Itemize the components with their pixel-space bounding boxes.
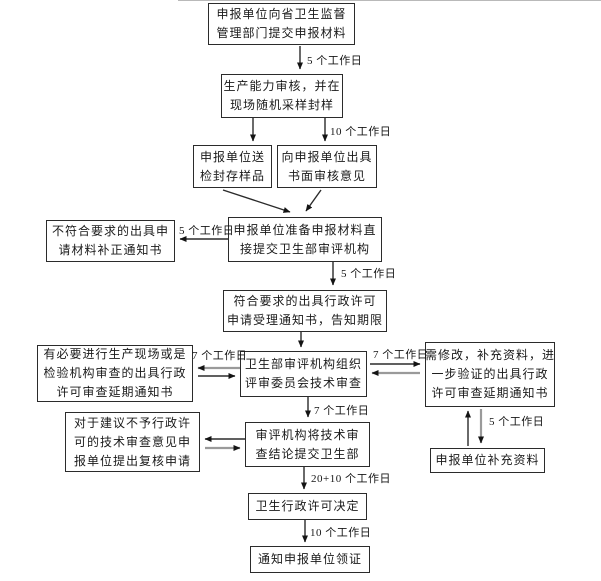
node-supplement-materials: 申报单位补充资料: [430, 448, 545, 473]
node-text: 向申报单位出具: [281, 149, 373, 164]
edge-label-submit-to-capacity: 5 个工作日: [307, 55, 363, 67]
node-revision-delay-notice: 需修改，补充资料，进 一步验证的出具行政 许可审查延期通知书: [425, 342, 555, 407]
edge-label-review-to-conclusion: 7 个工作日: [314, 405, 370, 417]
arrow-samples-to-agency: [222, 189, 291, 213]
edge-label-review-to-revision-delay: 7 个工作日: [373, 349, 429, 361]
edge-label-agency-to-supplement-notice: 5 个工作日: [179, 225, 235, 237]
node-text: 接提交卫生部审评机构: [239, 241, 370, 256]
node-send-samples: 申报单位送 检封存样品: [193, 145, 272, 188]
edge-label-conclusion-to-decision: 20+10 个工作日: [311, 473, 391, 485]
node-text: 生产能力审核，并在: [223, 79, 341, 93]
node-text: 卫生行政许可决定: [255, 499, 360, 513]
node-text: 现场随机采样封样: [229, 98, 334, 112]
node-text: 申报单位准备申报材料直: [233, 222, 377, 237]
node-license-decision: 卫生行政许可决定: [248, 493, 367, 520]
node-technical-review: 卫生部审评机构组织 评审委员会技术审查: [240, 351, 367, 397]
flow-arrows: [179, 46, 484, 543]
node-text: 申报单位向省卫生监督: [216, 7, 347, 21]
node-text: 检封存样品: [199, 168, 265, 183]
edge-label-decision-to-certificate: 10 个工作日: [310, 527, 372, 539]
node-submit-to-review-agency: 申报单位准备申报材料直 接提交卫生部审评机构: [228, 217, 382, 262]
node-review-appeal: 对于建议不予行政许 可的技术审查意见申 报单位提出复核申请: [65, 412, 200, 472]
node-text: 许可审查延期通知书: [431, 386, 549, 400]
node-text: 不符合要求的出具申: [51, 224, 169, 238]
node-text: 一步验证的出具行政: [431, 367, 549, 381]
node-text: 检验机构审查的出具行政: [43, 366, 187, 380]
node-text: 符合要求的出具行政许可: [233, 294, 377, 308]
node-text: 审评机构将技术审: [255, 427, 360, 442]
node-submit-application: 申报单位向省卫生监督 管理部门提交申报材料: [208, 3, 355, 45]
node-acceptance-notice: 符合要求的出具行政许可 申请受理通知书，告知期限: [223, 290, 387, 332]
edge-label-capacity-to-opinion: 10 个工作日: [330, 126, 392, 138]
node-onsite-delay-notice: 有必要进行生产现场或是 检验机构审查的出具行政 许可审查延期通知书: [37, 345, 193, 402]
node-text: 可的技术审查意见申: [73, 434, 191, 449]
node-text: 申请受理通知书，告知期限: [226, 313, 383, 327]
node-text: 许可审查延期通知书: [56, 385, 174, 399]
node-text: 有必要进行生产现场或是: [43, 347, 187, 361]
node-text: 管理部门提交申报材料: [216, 26, 347, 40]
arrow-opinion-to-agency: [305, 189, 322, 212]
node-supplement-notice: 不符合要求的出具申 请材料补正通知书: [46, 220, 175, 262]
node-text: 通知申报单位领证: [257, 552, 362, 566]
node-text: 需修改，补充资料，进: [425, 348, 556, 362]
node-text: 卫生部审评机构组织: [244, 357, 362, 371]
node-written-opinion: 向申报单位出具 书面审核意见: [277, 145, 377, 188]
node-capacity-review: 生产能力审核，并在 现场随机采样封样: [221, 74, 343, 118]
node-submit-conclusion: 审评机构将技术审 查结论提交卫生部: [245, 422, 370, 467]
node-text: 书面审核意见: [287, 168, 366, 183]
node-text: 查结论提交卫生部: [255, 446, 360, 461]
node-text: 申报单位送: [199, 149, 265, 164]
node-text: 申报单位补充资料: [435, 453, 540, 467]
edge-label-review-to-onsite-delay: 7 个工作日: [192, 350, 248, 362]
node-text: 请材料补正通知书: [58, 243, 163, 257]
node-collect-certificate: 通知申报单位领证: [250, 546, 370, 573]
node-text: 报单位提出复核申请: [73, 453, 191, 468]
edge-label-agency-to-acceptance: 5 个工作日: [341, 268, 397, 280]
page-top-rule: [178, 0, 601, 1]
node-text: 评审委员会技术审查: [244, 376, 362, 390]
node-text: 对于建议不予行政许: [73, 415, 191, 430]
edge-label-revision-to-supplement: 5 个工作日: [489, 416, 545, 428]
